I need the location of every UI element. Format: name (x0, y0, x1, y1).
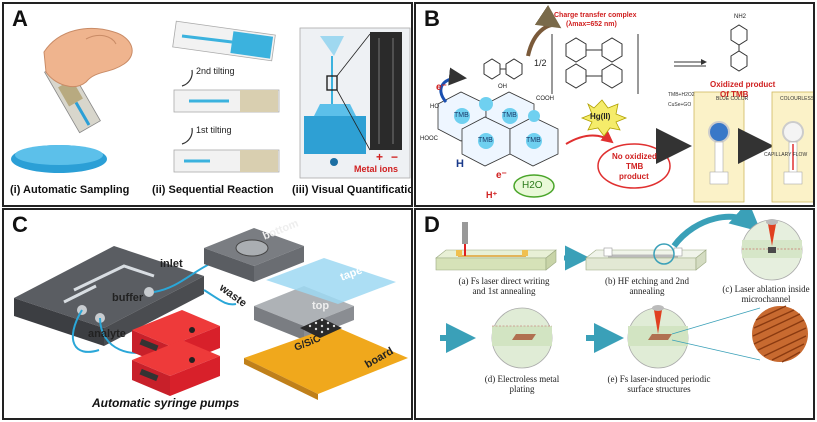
complex-lambda: (λmax=652 nm) (566, 21, 617, 28)
caption-d-b-2: annealing (629, 286, 665, 296)
panel-b: B Charge transfer complex (λmax=652 nm) … (414, 2, 815, 207)
h2o-label: H2O (522, 180, 543, 191)
panel-a-illustration (11, 20, 411, 179)
no-oxidized-2: TMB (626, 162, 644, 171)
caption-d-e-2: surface structures (627, 384, 691, 394)
tilt-2-label: 2nd tilting (196, 66, 235, 76)
graphene-sheet (437, 91, 559, 167)
e-minus-2: e⁻ (496, 170, 507, 181)
panel-d-illustration (435, 210, 808, 369)
minus-sign: − (391, 150, 399, 164)
tmb-cell-3: TMB (478, 137, 493, 144)
caption-d-c-1: (c) Laser ablation inside (722, 284, 810, 294)
panel-c: C inlet buffer analyte waste bottom top … (2, 208, 413, 420)
ho-label: HO (430, 104, 439, 110)
panel-a-label: A (12, 6, 28, 31)
nh2-label: NH2 (734, 14, 747, 20)
oh-label: OH (498, 84, 507, 90)
no-oxidized-1: No oxidized (612, 152, 657, 161)
caption-sequential-reaction: (ii) Sequential Reaction (152, 184, 274, 196)
cooh-label: COOH (536, 96, 554, 102)
half-label: 1/2 (534, 58, 547, 68)
panel-d-label: D (424, 212, 440, 237)
caption-d-b-1: (b) HF etching and 2nd (605, 276, 689, 286)
blue-color-label: BLUE COLOR (716, 96, 749, 102)
plus-sign: + (376, 150, 384, 164)
caption-d-a-2: and 1st annealing (472, 286, 536, 296)
oxidized-product-tmb: Of TMB (720, 90, 749, 99)
panel-b-illustration (437, 4, 813, 203)
caption-d-a-1: (a) Fs laser direct writing (458, 276, 550, 286)
buffer-label: buffer (112, 292, 144, 304)
caption-d-e-1: (e) Fs laser-induced periodic (607, 374, 711, 384)
tmb-cell-4: TMB (526, 137, 541, 144)
caption-d-d-1: (d) Electroless metal (484, 374, 560, 384)
tilt-1-label: 1st tilting (196, 125, 232, 135)
caption-automatic-sampling: (i) Automatic Sampling (10, 184, 130, 196)
oxidized-product: Oxidized product (710, 80, 776, 89)
inlet-label: inlet (160, 258, 183, 270)
panel-d: D (a) Fs laser direct writing and 1st an… (414, 208, 815, 420)
e-minus-1: e⁻ (436, 82, 447, 93)
complex-title: Charge transfer complex (554, 12, 637, 19)
h-plus: H⁺ (486, 190, 498, 200)
analyte-label: analyte (88, 328, 126, 340)
colourless-label: COLOURLESS (780, 96, 815, 102)
visual-quantification-chip (299, 27, 411, 179)
hg-label: Hg(II) (590, 112, 611, 121)
panel-c-illustration (14, 228, 408, 400)
hooc-label: HOOC (420, 136, 438, 142)
tmb-cell-2: TMB (502, 112, 517, 119)
panel-c-label: C (12, 212, 28, 237)
caption-visual-quantification: (iii) Visual Quantification (292, 184, 413, 196)
metal-ions-label: Metal ions (354, 164, 399, 174)
no-oxidized-3: product (619, 172, 649, 181)
pumps-label: Automatic syringe pumps (92, 396, 240, 410)
top-label: top (312, 300, 330, 312)
cuse-go-label: CuSe+GO (668, 102, 692, 108)
caption-d-d-2: plating (509, 384, 535, 394)
panel-b-label: B (424, 6, 440, 31)
capillary-flow-label: CAPILLARY FLOW (764, 152, 808, 158)
h-label: H (456, 158, 464, 170)
caption-d-c-2: microchannel (741, 294, 791, 304)
panel-a: A 2nd tilting 1st tilting + − Metal ions… (2, 2, 413, 207)
tmb-cell-1: TMB (454, 112, 469, 119)
syringe-pumps (132, 310, 220, 396)
tilt-sequence (172, 20, 280, 173)
tmb-h2o2-label: TMB+H2O2 (668, 92, 695, 98)
